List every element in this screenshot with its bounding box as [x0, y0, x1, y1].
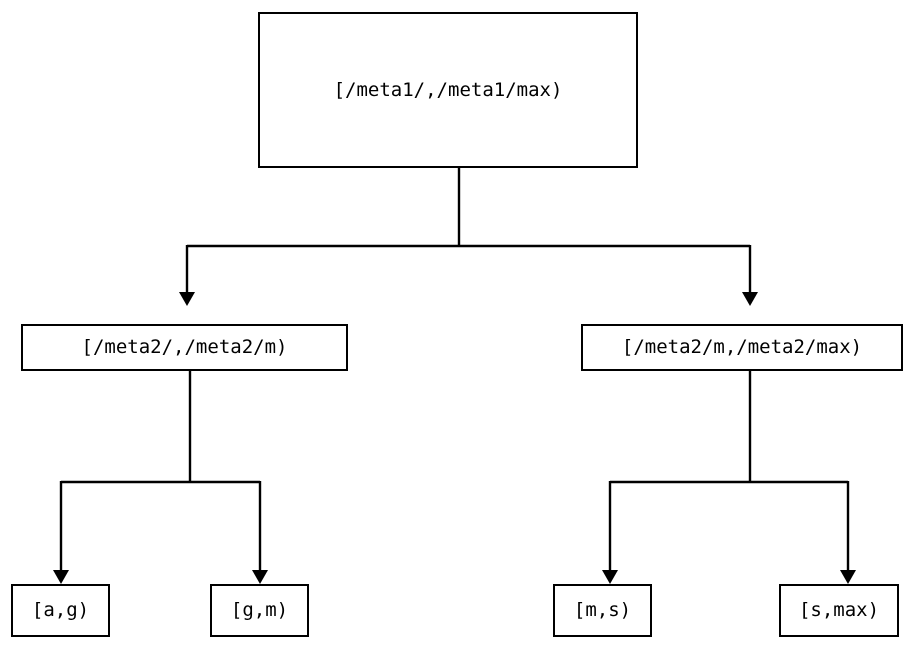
tree-node-root-label: [/meta1/,/meta1/max) [333, 78, 563, 101]
arrowhead-mid-left [179, 292, 195, 306]
tree-node-leaf-2-label: [g,m) [230, 599, 289, 621]
tree-node-leaf-4-label: [s,max) [798, 599, 880, 621]
tree-node-mid-left-label: [/meta2/,/meta2/m) [81, 336, 288, 358]
tree-node-root[interactable]: [/meta1/,/meta1/max) [258, 12, 638, 168]
tree-node-leaf-3-label: [m,s) [573, 599, 632, 621]
arrowhead-mid-right [742, 292, 758, 306]
arrowhead-leaf-3 [602, 570, 618, 584]
tree-node-leaf-2[interactable]: [g,m) [210, 584, 309, 637]
tree-node-leaf-4[interactable]: [s,max) [779, 584, 899, 637]
tree-node-leaf-1[interactable]: [a,g) [11, 584, 110, 637]
tree-node-mid-right-label: [/meta2/m,/meta2/max) [621, 336, 863, 358]
arrowhead-leaf-4 [840, 570, 856, 584]
tree-node-leaf-1-label: [a,g) [31, 599, 90, 621]
tree-node-leaf-3[interactable]: [m,s) [553, 584, 652, 637]
arrowhead-leaf-1 [53, 570, 69, 584]
tree-node-mid-left[interactable]: [/meta2/,/meta2/m) [21, 324, 348, 371]
tree-node-mid-right[interactable]: [/meta2/m,/meta2/max) [581, 324, 903, 371]
arrowhead-leaf-2 [252, 570, 268, 584]
